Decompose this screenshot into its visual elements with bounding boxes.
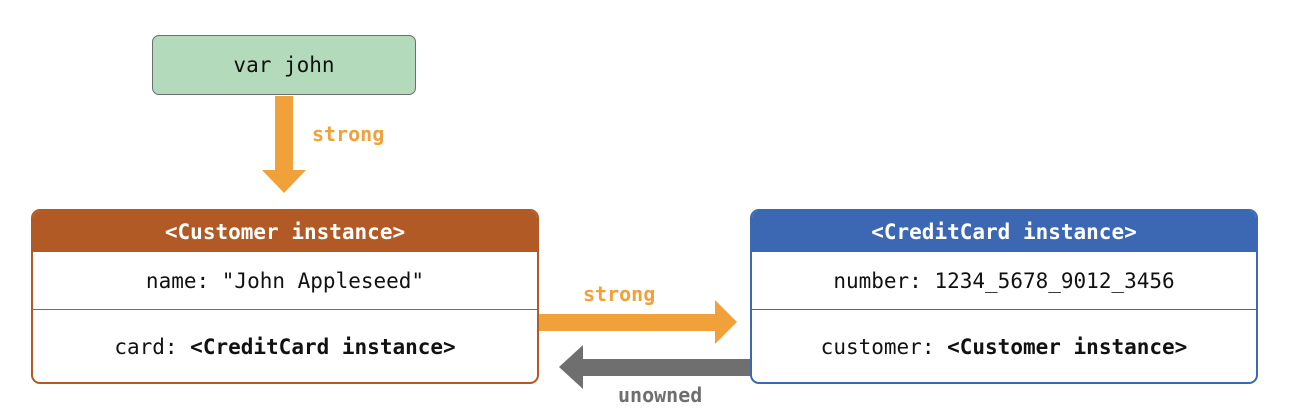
var-john-label: var john: [233, 53, 335, 77]
var-john-box: var john: [152, 35, 416, 95]
creditcard-instance-title: <CreditCard instance>: [752, 211, 1256, 252]
creditcard-customer-key: customer:: [820, 334, 948, 359]
customer-instance-title: <Customer instance>: [33, 211, 537, 252]
creditcard-instance-box: <CreditCard instance> number: 1234_5678_…: [750, 209, 1258, 384]
customer-name-row: name: "John Appleseed": [33, 252, 537, 310]
card-to-customer-arrow: [559, 345, 750, 389]
john-to-customer-label: strong: [312, 122, 385, 146]
creditcard-customer-row: customer: <Customer instance>: [752, 310, 1256, 382]
customer-instance-box: <Customer instance> name: "John Applesee…: [31, 209, 539, 384]
creditcard-number-row: number: 1234_5678_9012_3456: [752, 252, 1256, 310]
customer-card-value: <CreditCard instance>: [190, 334, 456, 359]
customer-to-card-arrow: [539, 300, 737, 344]
customer-to-card-label: strong: [583, 282, 656, 306]
customer-card-key: card:: [114, 334, 191, 359]
creditcard-number-text: number: 1234_5678_9012_3456: [833, 268, 1175, 293]
customer-card-row: card: <CreditCard instance>: [33, 310, 537, 382]
card-to-customer-label: unowned: [618, 383, 703, 407]
john-to-customer-arrow: [262, 96, 306, 193]
creditcard-customer-value: <Customer instance>: [947, 334, 1188, 359]
customer-name-text: name: "John Appleseed": [145, 268, 425, 293]
